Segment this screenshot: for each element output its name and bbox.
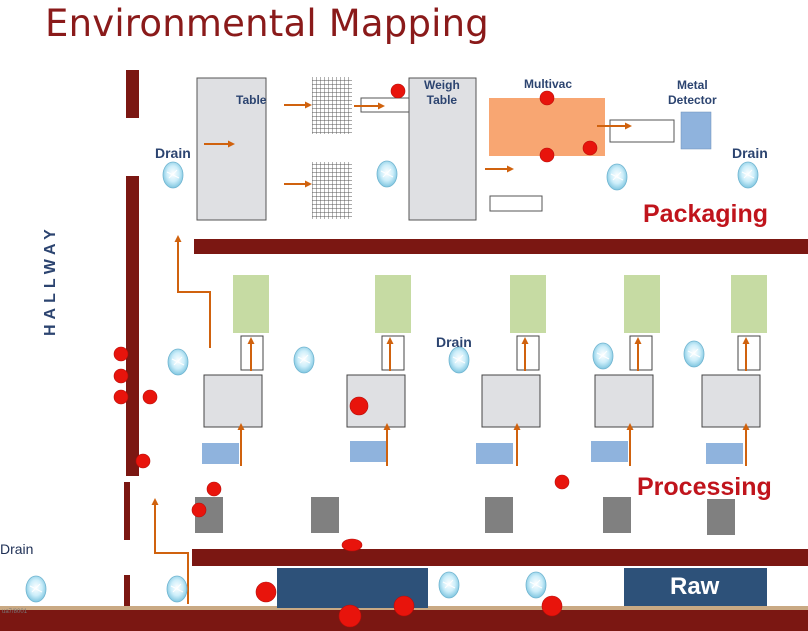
drain-icon-facet [529,579,543,589]
sample-point [554,474,570,490]
arrow-raw-up [151,498,189,604]
drain-icon-facet [741,169,755,179]
sample-point [113,346,129,362]
sample-point [393,595,415,617]
sample-point [539,147,555,163]
wall-left-main [126,176,139,476]
cabinet-1 [233,275,269,333]
station-1 [203,374,263,428]
drain-icon-facet [171,356,185,366]
drain-label: Drain [732,145,768,161]
multivac-outfeed-box [609,119,675,143]
dark-box-2 [311,497,339,533]
dark-box-5 [707,499,735,535]
drain-label: Drain [155,145,191,161]
page-title: Environmental Mapping [45,2,489,45]
raw-block-right [624,568,767,606]
metal-detector [680,111,712,150]
sample-point [135,453,151,469]
blue-box-2 [350,441,387,462]
drain-icon-facet [442,579,456,589]
sample-point [142,389,158,405]
connector-2 [381,335,405,371]
sample-point [113,368,129,384]
station-5 [701,374,761,428]
sample-point [191,502,207,518]
conveyor-grid-top [312,77,352,134]
floor-bottom [0,610,808,631]
cabinet-4 [624,275,660,333]
packaging-table [196,77,267,221]
blue-box-3 [476,443,513,464]
wall-left-bottom [124,575,130,631]
station-4 [594,374,654,428]
blue-box-4 [591,441,628,462]
wall-processing [192,549,808,566]
drain-icon-facet [297,354,311,364]
cabinet-5 [731,275,767,333]
label-box [489,195,543,212]
drain-icon-facet [170,583,184,593]
cabinet-3 [510,275,546,333]
wall-left-lower [124,482,130,540]
table-label: Table [236,93,267,107]
weigh-table [408,77,477,221]
multivac-label: Multivac [524,77,573,91]
cabinet-2 [375,275,411,333]
drain-icon-facet [29,583,43,593]
drain-icon-facet [452,354,466,364]
sample-point [338,604,362,628]
station-3 [481,374,541,428]
packaging-zone-label: Packaging [643,200,769,228]
wall-packaging [194,239,808,254]
metal-detector-label: Metal Detector [668,78,717,107]
footer-mark: ua7/8001 [2,609,28,615]
wall-left-upper [126,70,139,118]
sample-point [341,538,363,552]
arrow-hallway-up [174,235,211,348]
dark-box-4 [603,497,631,533]
drain-icon-facet [596,350,610,360]
sample-point [113,389,129,405]
weigh-table-label: Weigh Table [424,78,460,107]
drain-label: Drain [0,541,34,557]
drain-icon-facet [610,171,624,181]
drain-icon-facet [687,348,701,358]
processing-zone-label: Processing [637,473,772,501]
raw-zone-label: Raw [670,573,720,600]
connector-4 [629,335,653,371]
conveyor-grid-bottom [312,162,352,219]
sample-point [349,396,369,416]
drain-icon-facet [380,168,394,178]
blue-box-1 [202,443,239,464]
sample-point [582,140,598,156]
hallway-label: HALLWAY [42,224,59,336]
sample-point [539,90,555,106]
connector-5 [737,335,761,371]
connector-3 [516,335,540,371]
dark-box-3 [485,497,513,533]
drain-label: Drain [436,334,472,350]
drain-icon-facet [166,169,180,179]
sample-point [390,83,406,99]
blue-box-5 [706,443,743,464]
sample-point [541,595,563,617]
sample-point [206,481,222,497]
sample-point [255,581,277,603]
